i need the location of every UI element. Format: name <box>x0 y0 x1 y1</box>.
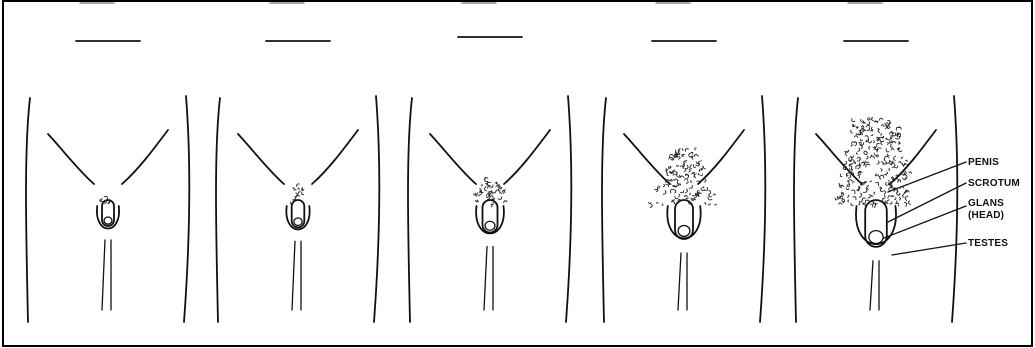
figure-border <box>3 1 1032 346</box>
stage-4-glans <box>678 226 690 237</box>
leader-penis <box>888 162 966 192</box>
stage-5-glans <box>869 231 883 244</box>
stage-4-left-contour <box>602 98 606 322</box>
label-testes: TESTES <box>968 238 1008 249</box>
stage-1-left-groin <box>48 134 94 184</box>
stage-2-panel <box>216 3 379 322</box>
label-head: (HEAD) <box>968 210 1004 221</box>
stage-4-left-groin <box>624 134 670 184</box>
stage-5-left-contour <box>794 98 798 322</box>
stage-3-pubic-hair <box>473 177 507 207</box>
stage-5-pubic-hair <box>835 117 912 208</box>
leader-scrotum <box>888 183 966 222</box>
stage-2-left-groin <box>238 134 284 184</box>
stage-5-penis <box>865 200 887 247</box>
stage-1-left-contour <box>26 98 30 322</box>
stage-1-right-groin <box>122 130 168 184</box>
stage-2-right-groin <box>312 130 358 184</box>
stage-3-panel <box>408 3 571 322</box>
stage-4-leg-line-left <box>678 253 681 310</box>
stage-4-scrotum <box>667 206 700 238</box>
stage-2-right-contour <box>374 96 379 322</box>
leader-testes <box>892 243 966 255</box>
stage-5-leg-line-left <box>870 261 873 310</box>
stage-1-right-contour <box>184 96 189 322</box>
stage-panels <box>26 3 957 322</box>
stage-5-right-contour <box>952 96 957 322</box>
stage-5-panel <box>794 3 957 322</box>
stage-1-leg-line-left <box>102 240 105 310</box>
stage-1-glans <box>104 217 112 224</box>
stage-4-panel <box>602 3 765 322</box>
stage-4-right-groin <box>698 130 744 184</box>
stage-3-scrotum <box>476 206 504 233</box>
stage-4-penis <box>675 200 693 239</box>
annotations: PENIS SCROTUM GLANS (HEAD) TESTES <box>884 157 1020 255</box>
stage-2-glans <box>294 218 302 226</box>
stage-4-pubic-hair <box>648 148 716 208</box>
stage-3-right-groin <box>504 130 550 184</box>
stage-3-left-groin <box>430 134 476 184</box>
stage-3-glans <box>485 221 495 230</box>
stage-3-right-contour <box>566 96 571 322</box>
label-glans: GLANS <box>968 198 1004 209</box>
stage-3-left-contour <box>408 98 412 322</box>
label-scrotum: SCROTUM <box>968 178 1020 189</box>
stage-2-leg-line-left <box>292 241 295 310</box>
stage-2-left-contour <box>216 98 220 322</box>
label-penis: PENIS <box>968 157 999 168</box>
stage-3-leg-line-left <box>484 247 487 311</box>
stage-1-panel <box>26 3 189 322</box>
stage-4-right-contour <box>760 96 765 322</box>
stage-5-scrotum <box>856 206 896 244</box>
stage-3-penis <box>483 200 498 233</box>
